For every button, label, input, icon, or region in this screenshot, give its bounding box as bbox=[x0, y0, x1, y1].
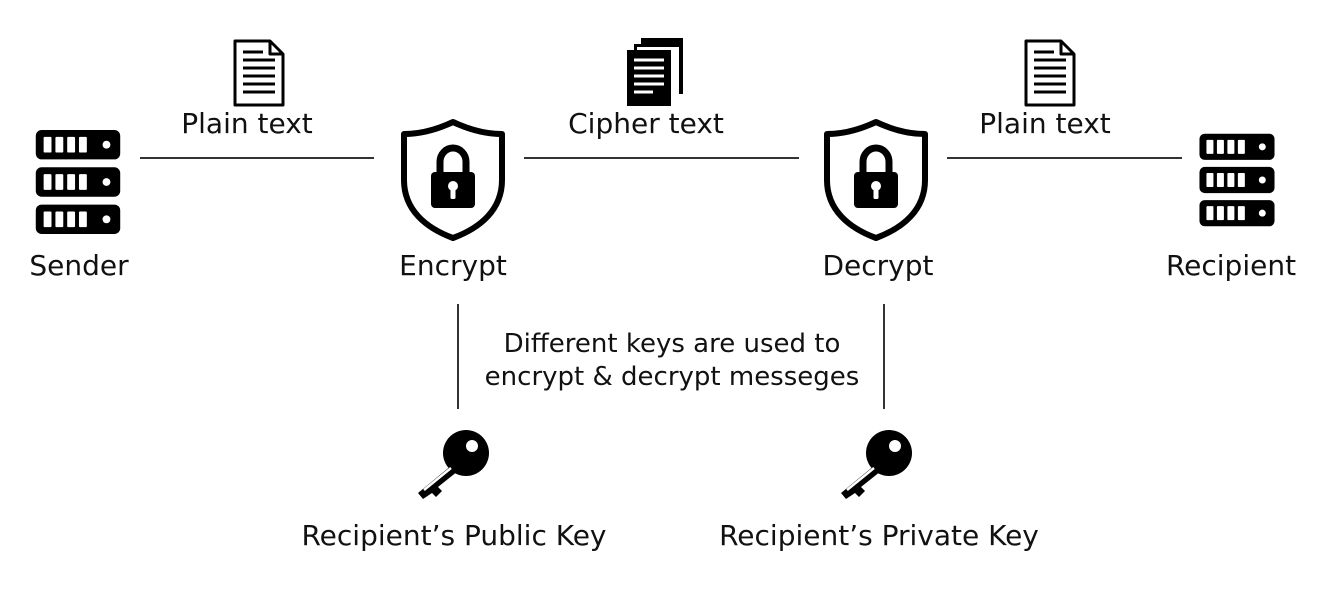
key-icon bbox=[412, 427, 492, 501]
key-icon bbox=[835, 427, 915, 501]
private-key-label: Recipient’s Private Key bbox=[719, 519, 1039, 552]
decrypt-label: Decrypt bbox=[822, 249, 934, 282]
connector-encrypt-public-key bbox=[457, 304, 459, 409]
recipient-label: Recipient bbox=[1165, 249, 1297, 282]
document-icon bbox=[1023, 38, 1077, 108]
sender-label: Sender bbox=[29, 249, 129, 282]
encrypt-label: Encrypt bbox=[399, 249, 507, 282]
plain-text-right-label: Plain text bbox=[979, 107, 1111, 140]
shield-lock-icon bbox=[821, 118, 931, 242]
document-icon bbox=[232, 38, 286, 108]
shield-lock-icon bbox=[398, 118, 508, 242]
server-icon bbox=[1197, 132, 1277, 228]
keys-note-line-1: Different keys are used to bbox=[503, 329, 841, 359]
connector-decrypt-recipient bbox=[947, 157, 1182, 159]
stacked-documents-icon bbox=[625, 36, 685, 108]
plain-text-left-label: Plain text bbox=[181, 107, 313, 140]
keys-note: Different keys are used to encrypt & dec… bbox=[485, 328, 860, 394]
connector-sender-encrypt bbox=[140, 157, 374, 159]
public-key-label: Recipient’s Public Key bbox=[301, 519, 607, 552]
server-icon bbox=[33, 128, 123, 236]
connector-encrypt-decrypt bbox=[524, 157, 799, 159]
cipher-text-label: Cipher text bbox=[568, 107, 724, 140]
keys-note-line-2: encrypt & decrypt messeges bbox=[484, 362, 860, 392]
connector-decrypt-private-key bbox=[883, 304, 885, 409]
